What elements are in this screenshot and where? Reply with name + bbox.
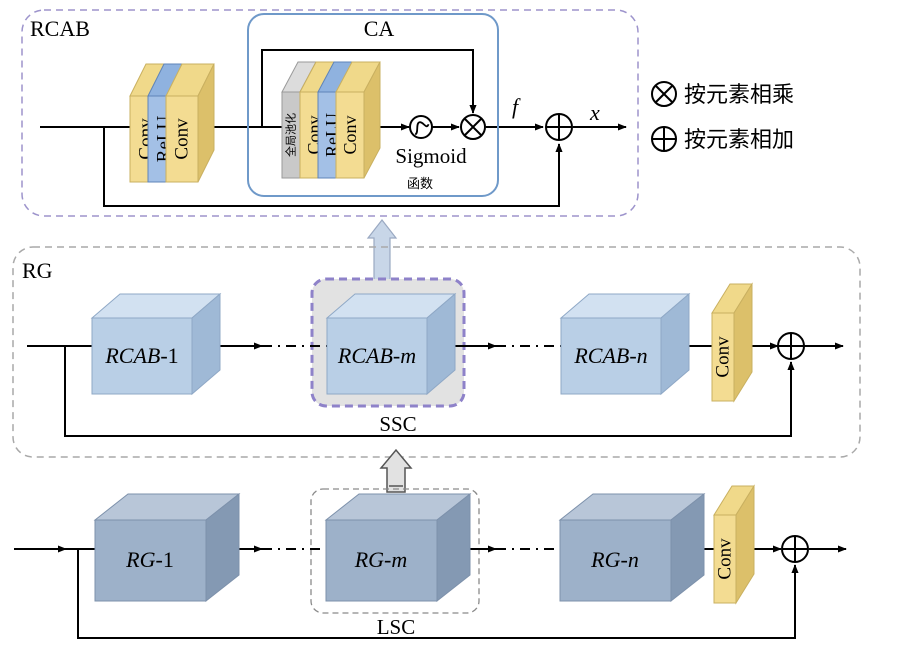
svg-text:RCAB-1: RCAB-1 [104,343,178,368]
rg-m-highlight [310,488,480,614]
rcab-1-suffix: -1 [160,343,178,368]
rg-conv-label: Conv [713,336,734,378]
rcab-panel: RCAB f x Conv ReLU [21,9,639,217]
f-label: f [512,94,521,119]
svg-text:RCAB-m: RCAB-m [337,343,416,368]
legend-add-label: 按元素相加 [684,128,794,153]
rg-1-name: RG [125,547,155,572]
rcab-1-block: RCAB-1 [90,292,222,396]
rg-1-suffix: -1 [156,547,174,572]
legend-multiply-label: 按元素相乘 [684,83,794,108]
rcab-m-block: RCAB-m [325,292,457,396]
rcab-1-name: RCAB [104,343,160,368]
ca-module: CA 全局池化 Conv ReLU [247,13,499,197]
trunk-conv-label: Conv [715,538,736,580]
rg-m-suffix: -m [384,547,407,572]
ca-pool-label: 全局池化 [284,113,298,157]
rg-m-block: RG-m [324,492,472,603]
ca-conv2-layer: Conv [335,61,381,179]
trunk-network: LSC RG-1 RG-m RG-n Conv [14,484,847,639]
sigmoid-icon [409,115,433,139]
rg-add-node-icon [777,332,805,360]
rcab-conv2-label: Conv [172,118,193,160]
rcab-title: RCAB [30,16,90,41]
lsc-label: LSC [377,615,416,639]
ca-conv2-label: Conv [340,115,360,154]
rg-n-block: RG-n [558,492,706,603]
ssc-label: SSC [379,412,416,436]
rcab-n-block: RCAB-n [559,292,691,396]
rcab-add-node-icon [545,113,573,141]
rcab-n-suffix: -n [629,343,647,368]
rcab-m-suffix: -m [393,343,416,368]
legend: 按元素相乘 按元素相加 [651,81,794,153]
x-label: x [589,100,600,125]
rg-n-name: RG [590,547,620,572]
sigmoid-label: Sigmoid [395,144,467,168]
svg-text:RG-1: RG-1 [125,547,174,572]
rg-conv-layer: Conv [711,282,753,403]
svg-text:RCAB-n: RCAB-n [573,343,647,368]
rcab-n-name: RCAB [573,343,629,368]
multiply-node-icon [460,114,486,140]
rg-m-name: RG [354,547,384,572]
trunk-add-node-icon [781,535,809,563]
rg-n-suffix: -n [621,547,639,572]
trunk-conv-layer: Conv [713,484,755,605]
legend-add-icon [651,126,677,152]
rcab-m-name: RCAB [337,343,393,368]
zoom-up-arrow-gray [379,448,413,493]
svg-text:RG-n: RG-n [590,547,639,572]
legend-multiply-icon [651,81,677,107]
rg-panel: RG SSC RCAB-1 RCAB-m [12,246,861,458]
rg-1-block: RG-1 [93,492,241,603]
rcab-conv2-layer: Conv [165,63,215,183]
rg-title: RG [22,258,53,283]
ca-title: CA [364,16,395,41]
svg-text:RG-m: RG-m [354,547,408,572]
rcab-conv-stack: Conv ReLU Conv [129,63,215,183]
sigmoid-sublabel: 函数 [407,177,433,192]
